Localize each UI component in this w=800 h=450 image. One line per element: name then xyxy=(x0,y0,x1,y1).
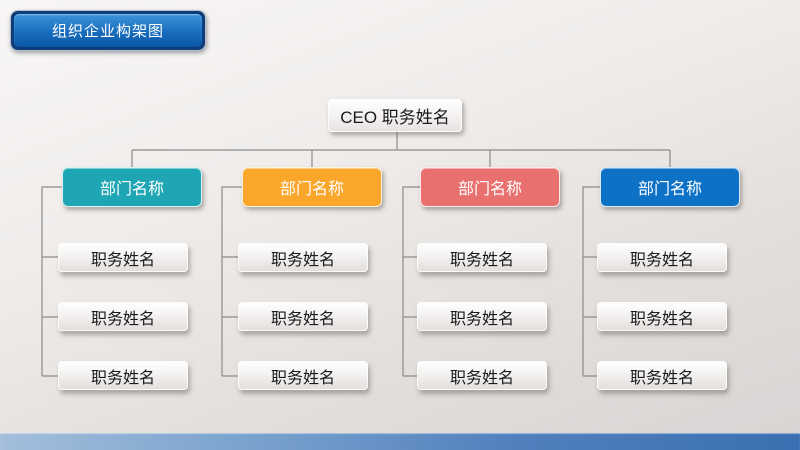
org-node-position[interactable]: 职务姓名 xyxy=(58,302,188,331)
slide-title-badge: 组织企业构架图 xyxy=(10,10,206,51)
org-node-position[interactable]: 职务姓名 xyxy=(238,302,368,331)
org-node-position[interactable]: 职务姓名 xyxy=(597,361,727,390)
org-node-position[interactable]: 职务姓名 xyxy=(597,243,727,272)
org-node-department-2[interactable]: 部门名称 xyxy=(242,167,382,207)
org-node-department-3[interactable]: 部门名称 xyxy=(420,167,560,207)
org-node-position[interactable]: 职务姓名 xyxy=(417,243,547,272)
org-node-position[interactable]: 职务姓名 xyxy=(597,302,727,331)
org-node-position[interactable]: 职务姓名 xyxy=(58,361,188,390)
org-node-ceo[interactable]: CEO 职务姓名 xyxy=(328,99,462,132)
org-node-position[interactable]: 职务姓名 xyxy=(58,243,188,272)
org-node-department-4[interactable]: 部门名称 xyxy=(600,167,740,207)
org-node-position[interactable]: 职务姓名 xyxy=(417,302,547,331)
slide-title-label: 组织企业构架图 xyxy=(14,14,202,47)
org-node-position[interactable]: 职务姓名 xyxy=(238,243,368,272)
org-node-position[interactable]: 职务姓名 xyxy=(417,361,547,390)
org-node-department-1[interactable]: 部门名称 xyxy=(62,167,202,207)
footer-accent-bar xyxy=(0,433,800,450)
org-node-position[interactable]: 职务姓名 xyxy=(238,361,368,390)
